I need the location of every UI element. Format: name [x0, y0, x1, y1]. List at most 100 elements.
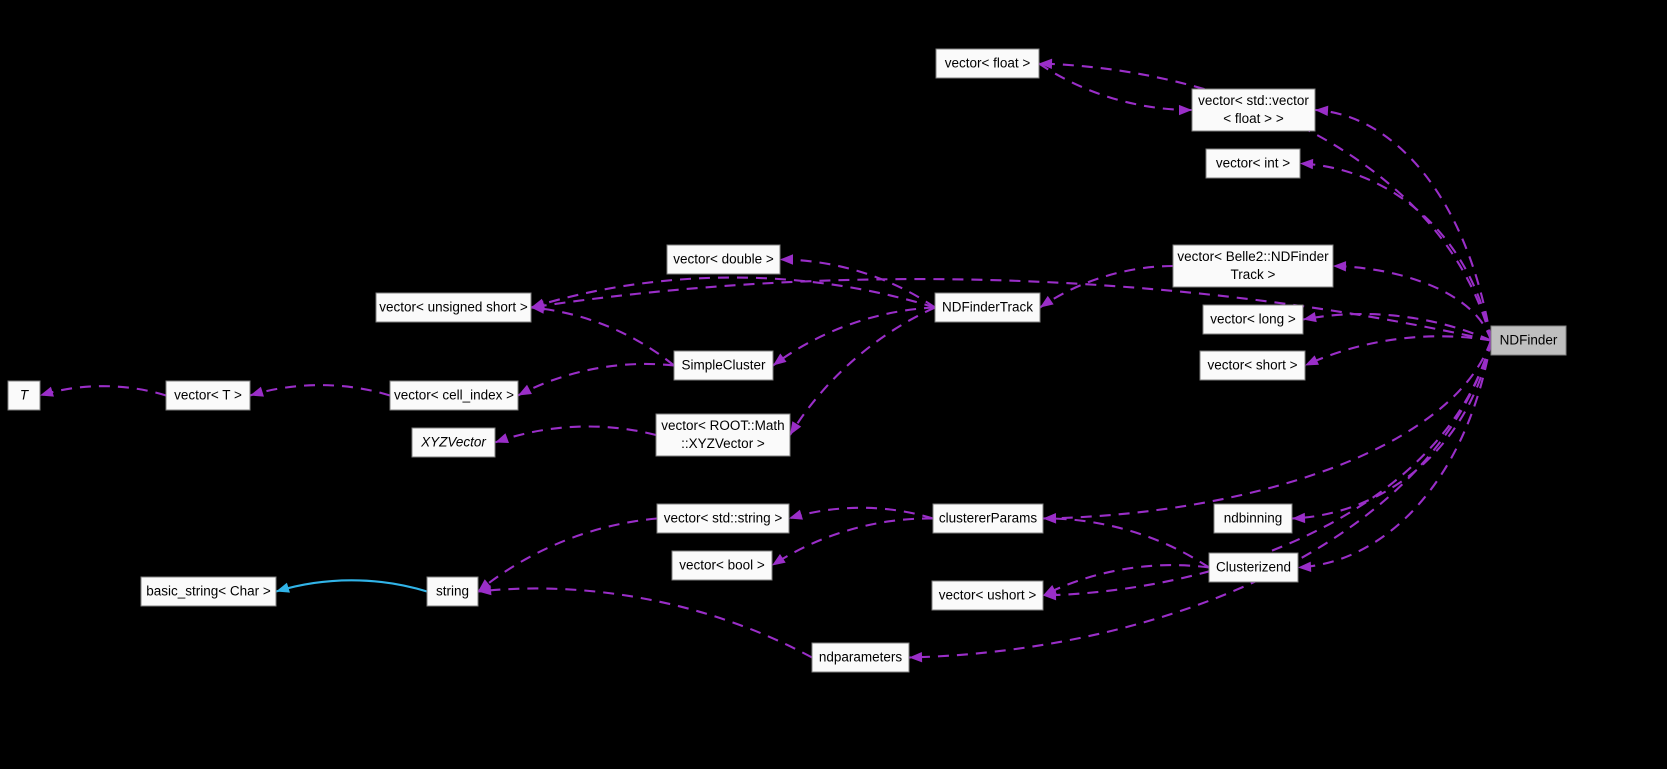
node-label: vector< long >: [1210, 312, 1296, 327]
graph-node-vector_std_string[interactable]: vector< std::string >: [656, 503, 790, 534]
node-box[interactable]: [666, 244, 781, 275]
node-label: clustererParams: [939, 511, 1038, 526]
node-label: vector< cell_index >: [394, 388, 514, 403]
graph-node-vector_root_xyzvector[interactable]: vector< ROOT::Math::XYZVector >: [655, 413, 791, 457]
node-label: SimpleCluster: [681, 358, 766, 373]
graph-edge: [789, 306, 936, 436]
graph-node-vector_ushort[interactable]: vector< ushort >: [931, 580, 1044, 611]
graph-node-ndparameters[interactable]: ndparameters: [811, 642, 910, 673]
edge-arrowhead: [531, 303, 545, 314]
node-box[interactable]: [655, 413, 791, 457]
node-label: vector< Belle2::NDFinder: [1177, 249, 1329, 264]
graph-node-vector_short[interactable]: vector< short >: [1199, 350, 1306, 381]
graph-edge: [1291, 340, 1493, 520]
node-label: Track >: [1231, 267, 1276, 282]
graph-node-vector_t[interactable]: vector< T >: [165, 380, 251, 411]
node-label: vector< std::vector: [1198, 93, 1309, 108]
graph-edge: [249, 384, 391, 397]
edge-arrowhead: [1178, 104, 1192, 116]
node-label: vector< short >: [1207, 358, 1297, 373]
graph-node-vector_bool[interactable]: vector< bool >: [671, 550, 773, 581]
graph-edge: [1302, 312, 1492, 342]
node-box[interactable]: [375, 292, 532, 323]
graph-node-vector_ndfindertrack[interactable]: vector< Belle2::NDFinderTrack >: [1172, 244, 1334, 288]
graph-node-basic_string_char[interactable]: basic_string< Char >: [140, 576, 277, 607]
node-label: vector< ROOT::Math: [661, 418, 784, 433]
graph-node-simplecluster[interactable]: SimpleCluster: [673, 350, 774, 381]
edge-arrowhead: [478, 584, 492, 596]
graph-node-vector_double[interactable]: vector< double >: [666, 244, 781, 275]
node-box[interactable]: [1205, 148, 1301, 179]
node-box[interactable]: [140, 576, 277, 607]
edge-arrowhead: [790, 421, 802, 435]
node-label: NDFinderTrack: [942, 300, 1033, 315]
node-box[interactable]: [1490, 325, 1567, 356]
edge-arrowhead: [250, 386, 264, 397]
graph-edge: [788, 506, 934, 520]
node-box[interactable]: [426, 576, 479, 607]
node-box[interactable]: [656, 503, 790, 534]
node-label: NDFinder: [1500, 333, 1558, 348]
node-box[interactable]: [1202, 304, 1304, 335]
graph-edge: [275, 579, 428, 593]
node-box[interactable]: [931, 580, 1044, 611]
graph-node-clusterizend[interactable]: Clusterizend: [1208, 552, 1299, 583]
graph-node-vector_std_vector_float[interactable]: vector< std::vector< float > >: [1191, 88, 1316, 132]
graph-node-ndfinder[interactable]: NDFinder: [1490, 325, 1567, 356]
edge-arrowhead: [780, 254, 794, 265]
node-box[interactable]: [389, 380, 519, 411]
graph-edge: [1297, 340, 1493, 569]
graph-node-clustererparams[interactable]: clustererParams: [932, 503, 1044, 534]
node-box[interactable]: [1213, 503, 1293, 534]
graph-edge: [530, 306, 675, 367]
node-box[interactable]: [811, 642, 910, 673]
graph-node-vector_float[interactable]: vector< float >: [935, 48, 1040, 79]
node-box[interactable]: [932, 503, 1044, 534]
graph-edge: [494, 425, 657, 444]
node-box[interactable]: [1208, 552, 1299, 583]
node-box[interactable]: [7, 380, 41, 411]
edge-arrowhead: [1039, 58, 1053, 70]
graph-edge: [1042, 564, 1210, 597]
node-label: vector< ushort >: [939, 588, 1037, 603]
node-box[interactable]: [934, 292, 1041, 323]
node-box[interactable]: [673, 350, 774, 381]
edge-arrowhead: [518, 384, 532, 396]
node-label: < float > >: [1223, 111, 1284, 126]
graph-edge: [771, 517, 934, 567]
edge-arrowhead: [40, 386, 54, 397]
node-box[interactable]: [1191, 88, 1316, 132]
graph-edge: [1042, 517, 1210, 569]
graph-node-ndfindertrack[interactable]: NDFinderTrack: [934, 292, 1041, 323]
graph-node-string[interactable]: string: [426, 576, 479, 607]
edge-arrowhead: [276, 582, 290, 593]
graph-node-t[interactable]: T: [7, 380, 41, 411]
edge-arrowhead: [1292, 512, 1306, 524]
graph-node-vector_int[interactable]: vector< int >: [1205, 148, 1301, 179]
graph-node-vector_cell_index[interactable]: vector< cell_index >: [389, 380, 519, 411]
graph-node-xyzvector[interactable]: XYZVector: [411, 427, 496, 458]
edge-arrowhead: [1043, 513, 1057, 524]
edge-arrowhead: [1305, 355, 1319, 366]
node-label: vector< bool >: [679, 558, 765, 573]
graph-node-vector_unsigned_short[interactable]: vector< unsigned short >: [375, 292, 532, 323]
node-box[interactable]: [935, 48, 1040, 79]
graph-edge: [39, 385, 167, 397]
graph-node-vector_long[interactable]: vector< long >: [1202, 304, 1304, 335]
graph-node-ndbinning[interactable]: ndbinning: [1213, 503, 1293, 534]
nodes-layer: vector< float >vector< std::vector< floa…: [7, 48, 1567, 673]
node-box[interactable]: [411, 427, 496, 458]
node-box[interactable]: [1172, 244, 1334, 288]
node-box[interactable]: [1199, 350, 1306, 381]
node-label: ::XYZVector >: [681, 436, 765, 451]
node-box[interactable]: [165, 380, 251, 411]
edge-arrowhead: [1315, 105, 1329, 116]
edge-arrowhead: [773, 353, 787, 366]
node-label: ndbinning: [1224, 511, 1283, 526]
graph-edge: [1299, 162, 1493, 341]
node-box[interactable]: [671, 550, 773, 581]
graph-edge: [908, 340, 1493, 659]
node-label: vector< float >: [945, 56, 1031, 71]
